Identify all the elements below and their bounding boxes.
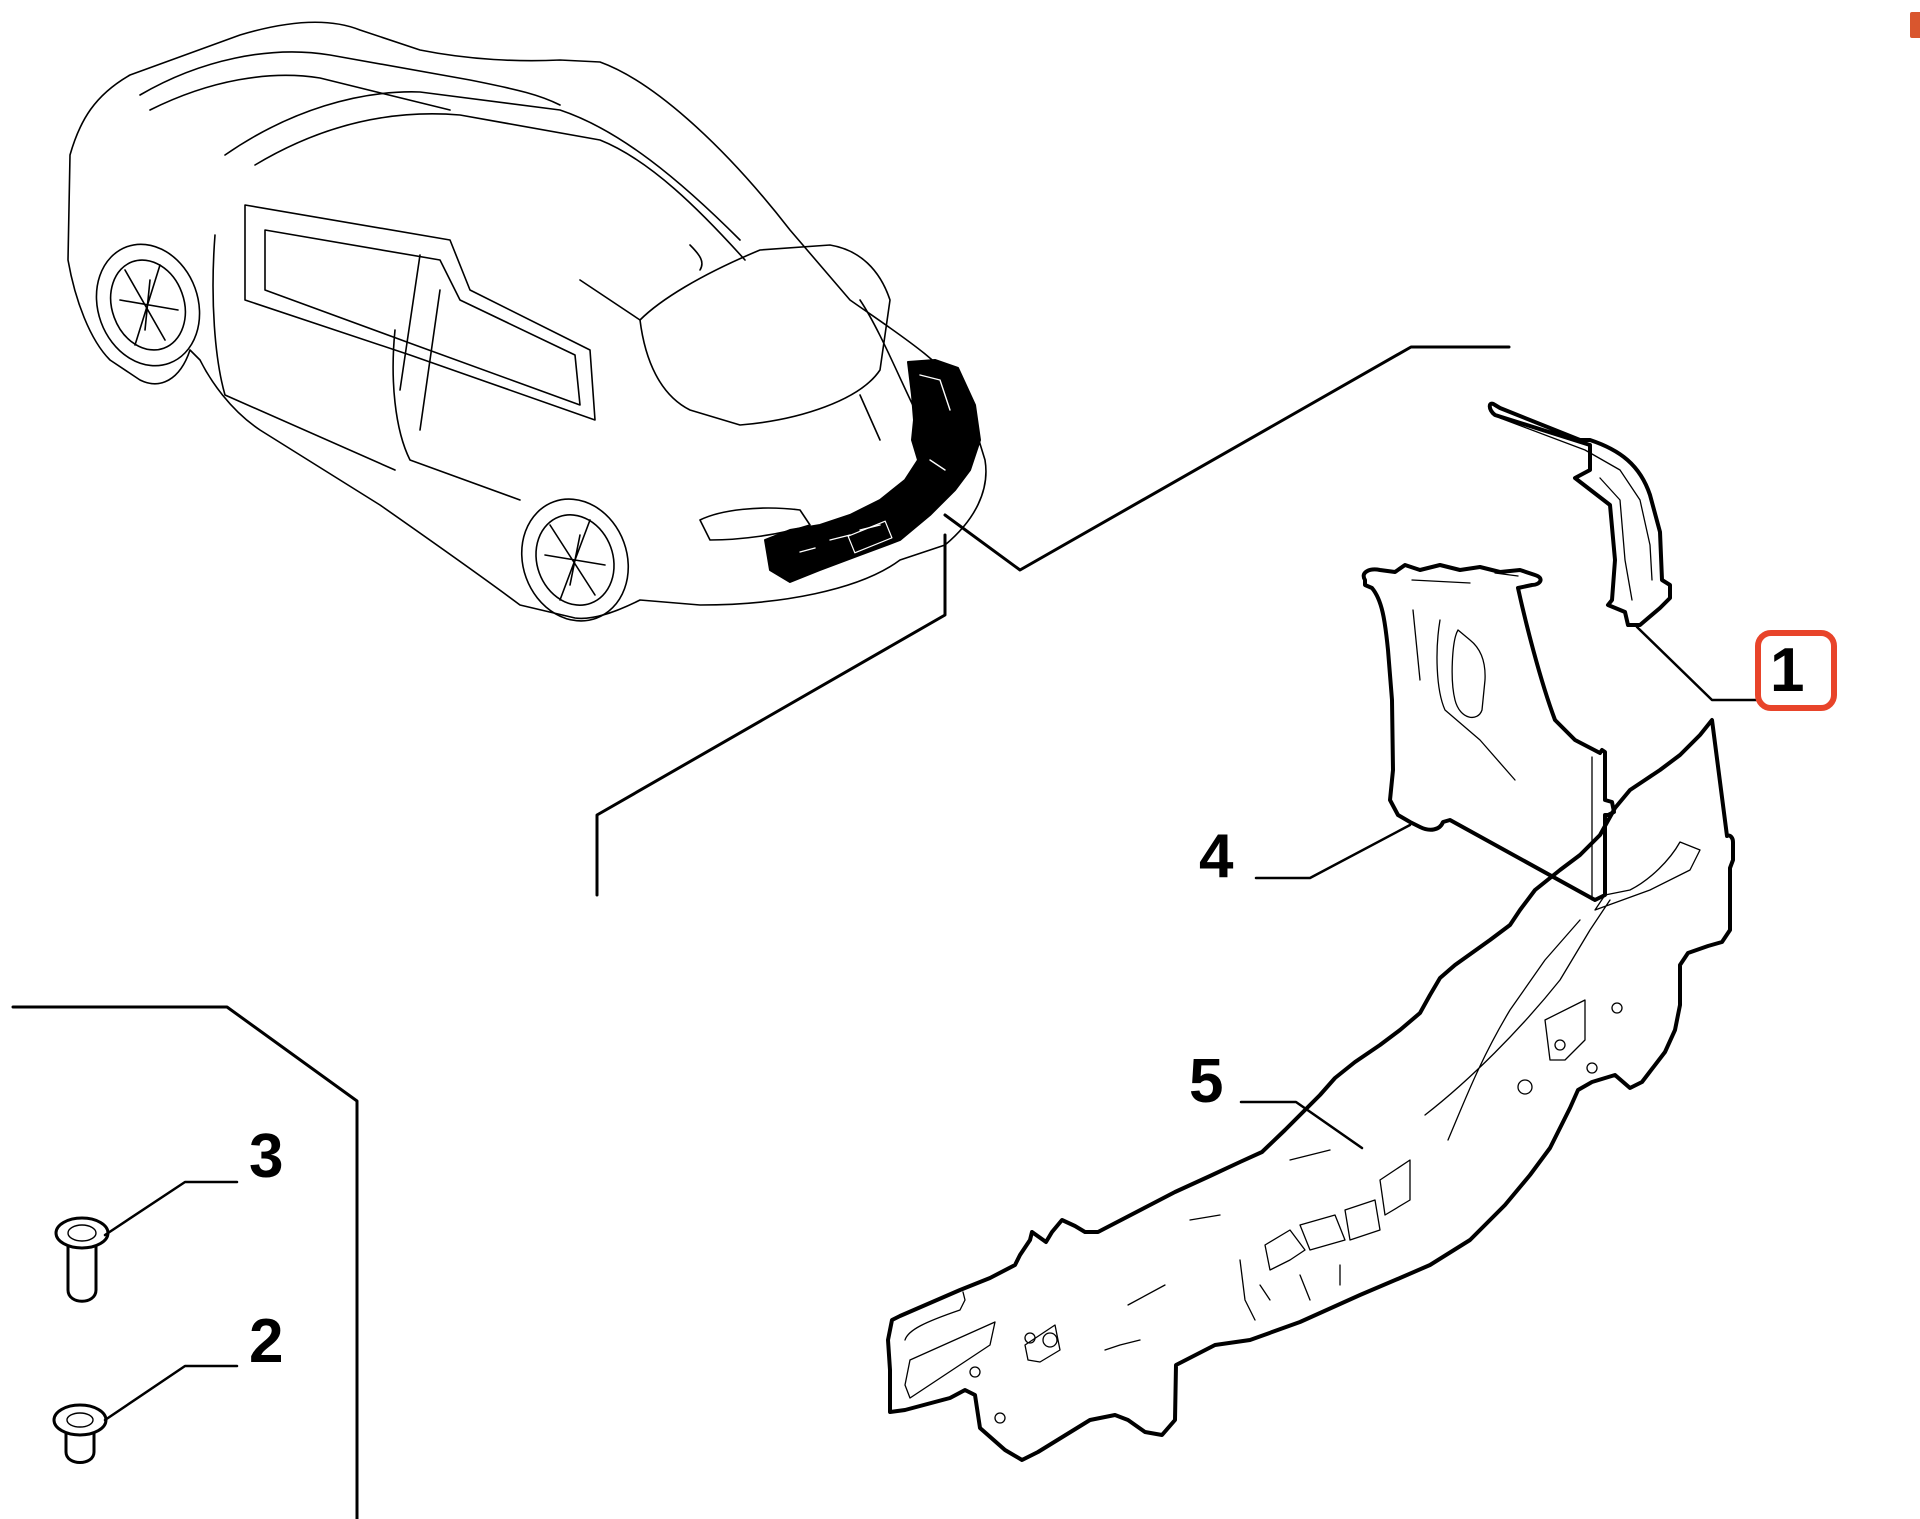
hole <box>1024 1332 1036 1344</box>
part-1-bracket <box>1487 401 1672 627</box>
hole <box>1611 1002 1623 1014</box>
hole <box>1554 1039 1566 1051</box>
leader-line-2 <box>103 1364 239 1422</box>
hole <box>1517 1079 1533 1095</box>
hole <box>1586 1062 1598 1074</box>
car-rear-panel-highlight <box>764 359 981 583</box>
part-5-rear-panel <box>886 718 1735 1462</box>
part-2-rivet <box>52 1403 108 1464</box>
close-icon[interactable] <box>1910 12 1920 38</box>
leader-line-1 <box>1635 625 1759 702</box>
part-3-rivet <box>54 1216 110 1303</box>
part-3-label[interactable]: 3 <box>249 1122 284 1191</box>
part-1-highlight-box <box>1755 630 1837 711</box>
part-1-label[interactable]: 1 <box>1770 636 1805 705</box>
hole <box>1042 1332 1058 1348</box>
part-4-label[interactable]: 4 <box>1199 822 1234 891</box>
part-2-label[interactable]: 2 <box>249 1307 284 1376</box>
hole <box>994 1412 1006 1424</box>
car-illustration <box>67 21 987 622</box>
fasteners-frame-line <box>11 1005 359 1519</box>
detail-frame-upper-line <box>943 345 1511 572</box>
part-5-label[interactable]: 5 <box>1189 1047 1224 1116</box>
part-4-side-panel <box>1361 563 1616 902</box>
leader-line-4 <box>1254 823 1412 880</box>
callout-lines <box>11 345 1759 1519</box>
leader-line-3 <box>103 1180 239 1237</box>
hole <box>969 1366 981 1378</box>
leader-line-5 <box>1239 1100 1364 1150</box>
detail-frame-lower-line <box>595 533 947 897</box>
